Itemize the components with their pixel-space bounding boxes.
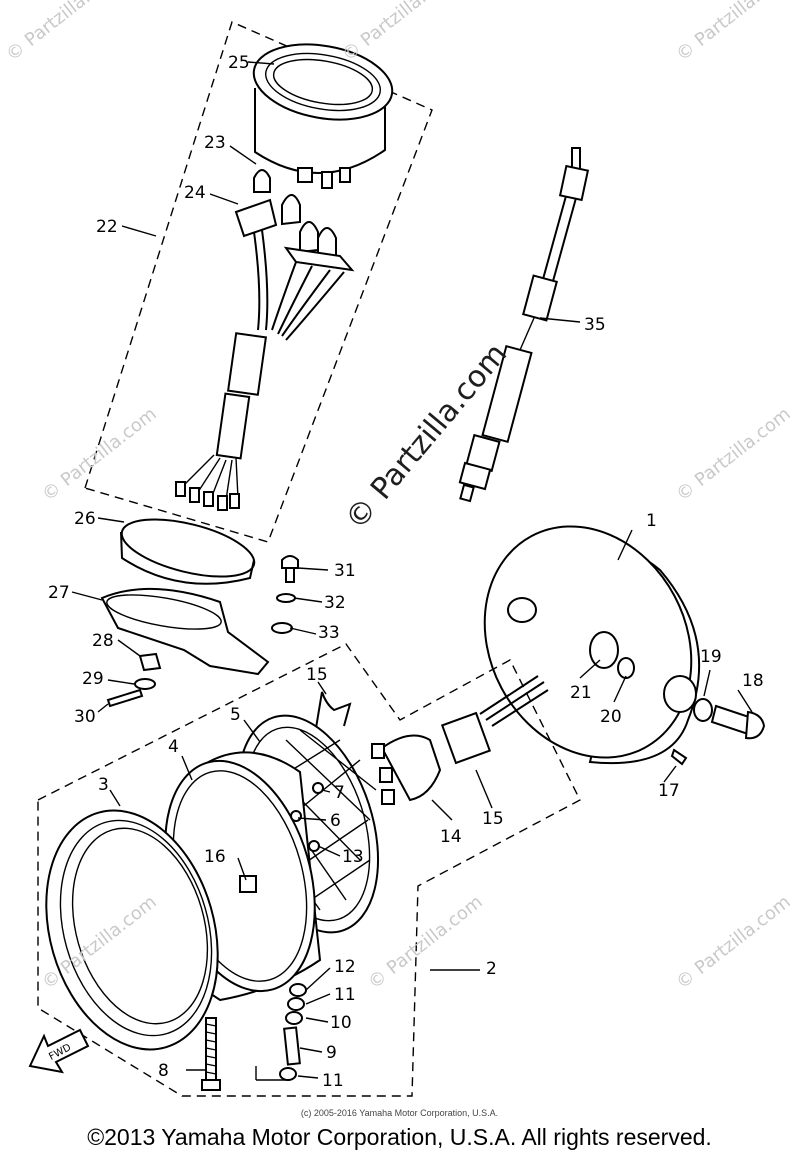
callout-20: 19 [700, 647, 722, 667]
copyright-notice: ©2013 Yamaha Motor Corporation, U.S.A. A… [87, 1124, 712, 1150]
leader-lines [71, 61, 753, 1079]
callout-5: 5 [230, 705, 241, 725]
headlight-rim [164, 751, 324, 1002]
callout-3: 3 [98, 775, 109, 795]
callout-14: 14 [440, 827, 462, 847]
callout-22: 21 [570, 683, 592, 703]
forward-arrow: FWD [28, 1028, 90, 1074]
callout-29: 28 [92, 631, 114, 651]
speedometer-meter [252, 43, 394, 189]
bracket-fasteners [106, 652, 162, 708]
headlight-socket [440, 675, 549, 765]
callout-30: 29 [82, 669, 104, 689]
screw-and-washers [271, 555, 299, 634]
callout-31: 30 [74, 707, 96, 727]
speedometer-cable [458, 147, 590, 503]
callout-21: 20 [600, 707, 622, 727]
callout-7: 7 [334, 783, 345, 803]
callout-32: 31 [334, 561, 356, 581]
callout-17: 16 [204, 847, 226, 867]
callout-4: 4 [168, 737, 179, 757]
bulb-socket-harness [175, 194, 355, 511]
callout-24: 23 [204, 133, 226, 153]
callout-13: 13 [342, 847, 364, 867]
callout-6: 6 [330, 811, 341, 831]
spring-washer-stack [255, 983, 307, 1081]
callout-2: 2 [486, 959, 497, 979]
callout-25: 24 [184, 183, 206, 203]
callout-34: 33 [318, 623, 340, 643]
headlight-shell [483, 525, 701, 765]
callout-12: 12 [334, 957, 356, 977]
callout-15: 15 [482, 809, 504, 829]
callout-26: 25 [228, 53, 250, 73]
callout-27: 26 [74, 509, 96, 529]
callout-8: 8 [158, 1061, 169, 1081]
callout-33: 32 [324, 593, 346, 613]
headlight-ring [45, 809, 219, 1051]
callout-18: 17 [658, 781, 680, 801]
bulb-cover [380, 734, 442, 802]
callout-11b: 11 [322, 1071, 344, 1091]
callout-1: 1 [646, 511, 657, 531]
shell-bolt [693, 698, 766, 740]
callout-9: 9 [326, 1043, 337, 1063]
callout-16: 15 [306, 665, 328, 685]
callout-19: 18 [742, 671, 764, 691]
callout-23: 22 [96, 217, 118, 237]
spring-clip [315, 691, 352, 729]
adjusting-screw [201, 1017, 221, 1091]
callout-11a: 11 [334, 985, 356, 1005]
callout-10: 10 [330, 1013, 352, 1033]
speedometer-group-boundary [84, 21, 433, 543]
meter-bracket [100, 587, 270, 676]
meter-cushion [120, 518, 256, 585]
shell-screw [670, 748, 688, 766]
small-copyright: (c) 2005-2016 Yamaha Motor Corporation, … [300, 1108, 499, 1118]
callout-35: 35 [584, 315, 606, 335]
callout-labels: 25 23 24 22 35 26 27 28 29 30 31 32 33 1… [48, 53, 764, 1091]
callout-28: 27 [48, 583, 70, 603]
indicator-bulb [253, 169, 271, 193]
headlight-unit-boundary [37, 643, 581, 1097]
